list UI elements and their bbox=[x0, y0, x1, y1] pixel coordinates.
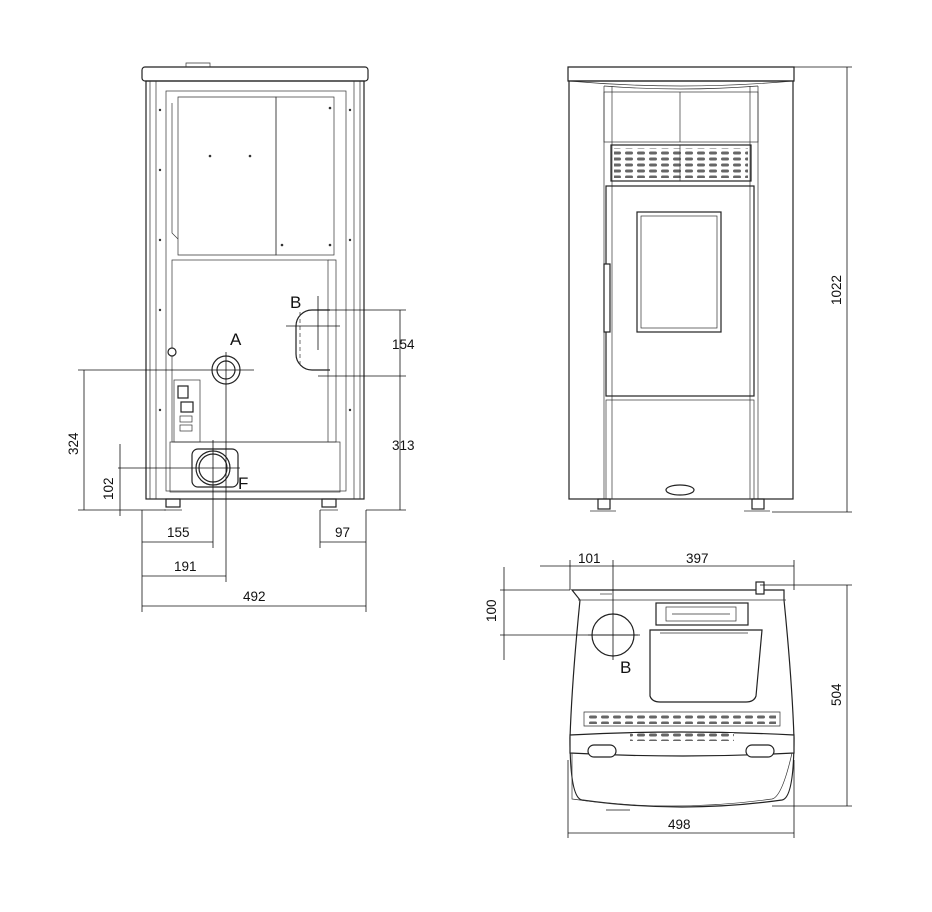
dim-right-offset: 97 bbox=[335, 525, 350, 540]
dim-b-offset-left: 101 bbox=[578, 551, 601, 566]
label-b: B bbox=[290, 293, 301, 312]
rear-view-labels: A B F 154 313 324 102 155 97 191 492 bbox=[66, 293, 415, 604]
top-view-labels: B 101 397 100 504 498 bbox=[484, 551, 844, 832]
dim-b-spacing: 154 bbox=[392, 337, 415, 352]
dim-front-height: 1022 bbox=[829, 275, 844, 305]
front-view bbox=[567, 66, 795, 512]
dim-top-width: 498 bbox=[668, 817, 691, 832]
top-dimension-lines bbox=[500, 560, 852, 838]
front-dimension-lines: 1022 bbox=[772, 66, 852, 513]
label-a: A bbox=[230, 330, 242, 349]
dim-f-offset: 155 bbox=[167, 525, 190, 540]
label-top-b: B bbox=[620, 658, 631, 677]
dim-f-height: 102 bbox=[101, 477, 116, 500]
dim-b-height: 313 bbox=[392, 438, 415, 453]
dim-a-height: 324 bbox=[66, 432, 81, 455]
dim-top-depth: 504 bbox=[829, 683, 844, 706]
dim-b-depth: 100 bbox=[484, 599, 499, 622]
rear-center-lines bbox=[118, 296, 340, 582]
dim-rear-width: 492 bbox=[243, 589, 266, 604]
dim-b-offset-right: 397 bbox=[686, 551, 709, 566]
rear-dimension-lines bbox=[78, 309, 406, 612]
dim-a-offset: 191 bbox=[174, 559, 197, 574]
rear-view bbox=[141, 62, 369, 511]
top-view bbox=[569, 581, 795, 808]
top-center-lines bbox=[500, 560, 640, 660]
label-f: F bbox=[238, 474, 248, 493]
